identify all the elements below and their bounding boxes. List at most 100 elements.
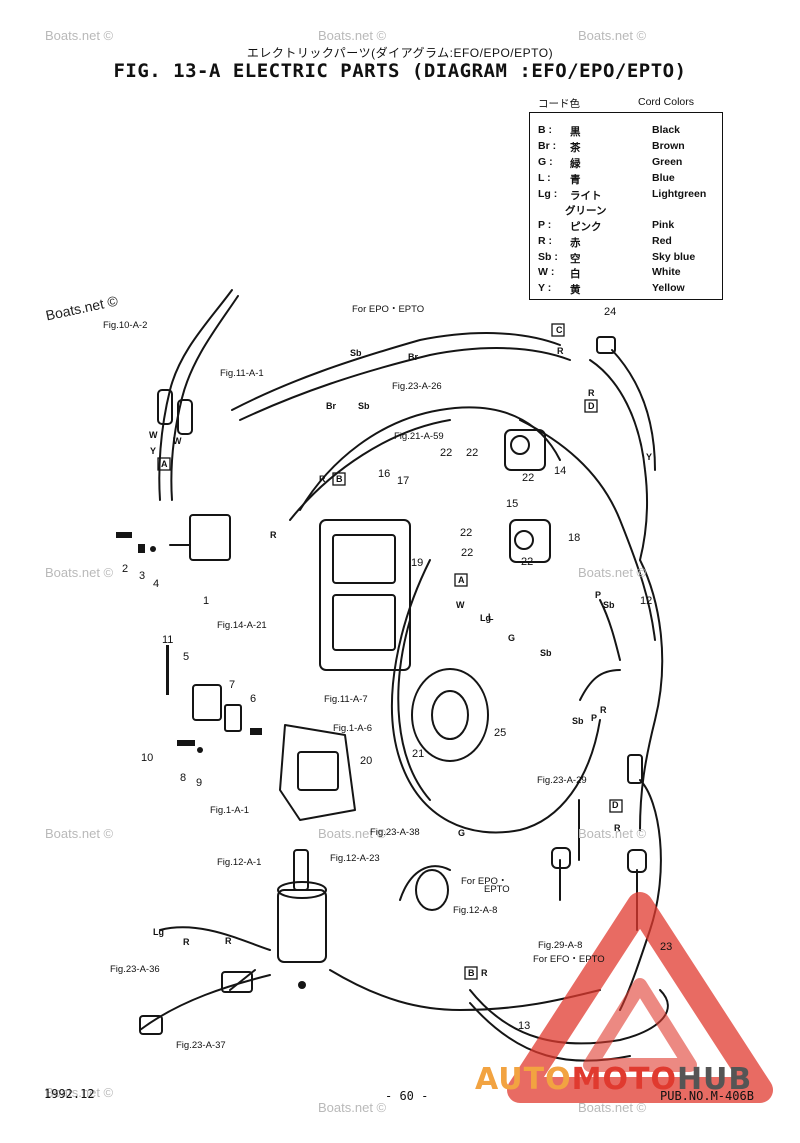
part-number: 15 — [506, 498, 519, 510]
legend-code: G : — [538, 156, 553, 168]
legend-jp: 赤 — [570, 237, 581, 249]
wire-label: R — [270, 530, 277, 540]
ref-for-epo-epto: For EPO・EPTO — [352, 304, 425, 315]
wire-label: R — [481, 968, 488, 978]
footer-date: 1992.12 — [44, 1087, 95, 1101]
wire-label: Lg — [480, 613, 491, 623]
wire-label: A — [458, 575, 465, 585]
page-number: - 60 - — [385, 1089, 429, 1103]
legend-color-name: Lightgreen — [652, 188, 707, 200]
part-number: 6 — [250, 693, 257, 705]
ref-fig1a6: Fig.1-A-6 — [333, 723, 373, 734]
part-number: 19 — [411, 557, 424, 569]
part-number: 22 — [461, 547, 474, 559]
publication-number: PUB.NO.M-406B — [660, 1089, 754, 1103]
legend-color-name: Pink — [652, 219, 675, 231]
ref-fig14a21: Fig.14-A-21 — [217, 620, 267, 631]
legend-color-name: Red — [652, 235, 672, 247]
part-number: 14 — [554, 465, 567, 477]
legend-code: Lg : — [538, 188, 558, 200]
legend-jp: ライト — [570, 190, 602, 202]
wire-label: W — [173, 436, 182, 446]
legend-jp: 黄 — [570, 284, 581, 296]
part-number: 22 — [460, 527, 473, 539]
watermark: Boats.net © — [45, 28, 114, 43]
wire-label: W — [149, 430, 158, 440]
title-japanese: エレクトリックパーツ(ダイアグラム:EFO/EPO/EPTO) — [246, 46, 554, 60]
wire-label: R — [183, 937, 190, 947]
wire-label: Br — [326, 401, 337, 411]
legend-color-name: Yellow — [652, 282, 685, 294]
legend-code: Br : — [538, 140, 557, 152]
legend-code: P : — [538, 219, 552, 231]
wire-label: L — [488, 612, 494, 622]
legend-color-name: White — [652, 266, 681, 278]
ref-fig10a2: Fig.10-A-2 — [103, 320, 148, 331]
ref-fig21a59: Fig.21-A-59 — [394, 431, 444, 442]
legend-jp: 空 — [570, 253, 581, 265]
wire-label: P — [595, 590, 602, 600]
wire-label: C — [556, 325, 563, 335]
part-number: 18 — [568, 532, 581, 544]
ref-fig12a1: Fig.12-A-1 — [217, 857, 262, 868]
watermark: Boats.net © — [578, 1100, 647, 1115]
legend-color-name: Sky blue — [652, 251, 696, 263]
legend-jp: 白 — [570, 268, 581, 280]
wire-label: P — [591, 713, 598, 723]
legend-jp: 茶 — [570, 142, 581, 154]
part-number: 5 — [183, 651, 190, 663]
wire-label: G — [508, 633, 516, 643]
wire-label: D — [612, 800, 619, 810]
part-number: 24 — [604, 306, 617, 318]
wire-label: R — [600, 705, 607, 715]
brand-watermark: AUTOMOTOHUB — [475, 1062, 752, 1097]
wire-label: Lg — [153, 927, 164, 937]
ref-fig23a37: Fig.23-A-37 — [176, 1040, 226, 1051]
wire-label: A — [161, 459, 168, 469]
part-number: 8 — [180, 772, 187, 784]
legend-jp: 青 — [570, 174, 581, 186]
legend-jp: 黒 — [570, 126, 581, 138]
legend-header-jp: コード色 — [538, 98, 580, 110]
part-number: 22 — [440, 447, 453, 459]
watermark: Boats.net © — [318, 1100, 387, 1115]
wire-label: D — [588, 401, 595, 411]
watermark: Boats.net © — [318, 28, 387, 43]
watermark: Boats.net © — [578, 28, 647, 43]
watermark: Boats.net © — [578, 565, 647, 580]
watermark: Boats.net © — [318, 826, 387, 841]
legend-code: L : — [538, 172, 551, 184]
watermark: Boats.net © — [45, 1085, 114, 1100]
legend-jp: 緑 — [570, 158, 581, 170]
ref-fig12a8: Fig.12-A-8 — [453, 905, 498, 916]
legend-color-name: Brown — [652, 140, 685, 152]
ref-for-epo: For EPO・ — [461, 876, 508, 887]
part-number: 22 — [522, 472, 535, 484]
part-number: 3 — [139, 570, 146, 582]
wire-label: R — [319, 474, 326, 484]
legend-code: W : — [538, 266, 555, 278]
part-number: 12 — [640, 595, 653, 607]
ref-fig23a38: Fig.23-A-38 — [370, 827, 420, 838]
ref-epto: EPTO — [484, 884, 510, 895]
legend-header-en: Cord Colors — [638, 96, 695, 108]
part-number: 1 — [203, 595, 210, 607]
part-number: 7 — [229, 679, 236, 691]
wire-label: B — [336, 474, 343, 484]
brand-part-hub: HUB — [676, 1062, 753, 1097]
legend-jp: グリーン — [565, 205, 607, 217]
part-number: 17 — [397, 475, 410, 487]
legend-code: Y : — [538, 282, 552, 294]
watermark: Boats.net © — [45, 826, 114, 841]
wire-label: Br — [408, 352, 419, 362]
part-number: 9 — [196, 777, 203, 789]
ref-fig12a23: Fig.12-A-23 — [330, 853, 380, 864]
wire-label: B — [468, 968, 475, 978]
wire-label: R — [225, 936, 232, 946]
cord-color-legend — [529, 112, 723, 300]
part-number: 16 — [378, 468, 391, 480]
legend-jp: ピンク — [570, 221, 602, 233]
part-number: 2 — [122, 563, 129, 575]
wire-label: Sb — [572, 716, 584, 726]
